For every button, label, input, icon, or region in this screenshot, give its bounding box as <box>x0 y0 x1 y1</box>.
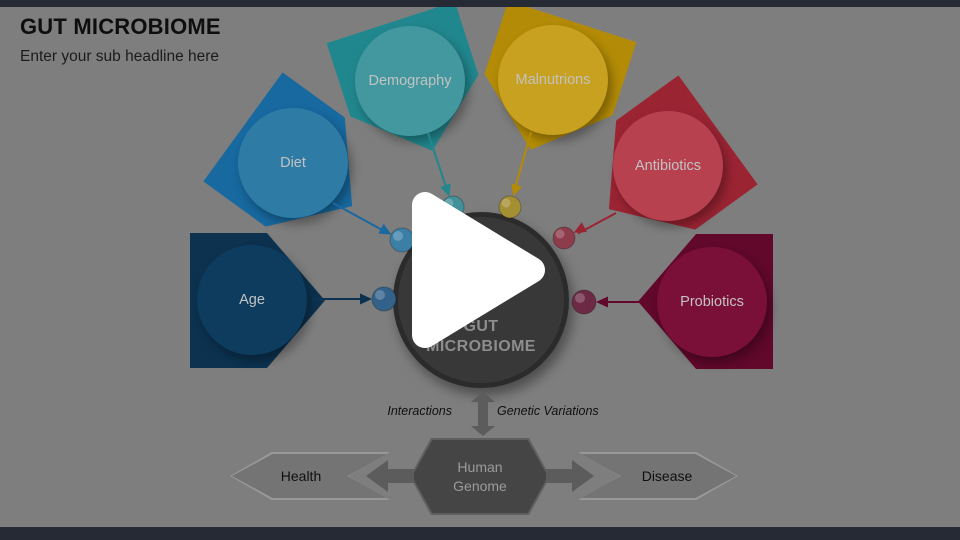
health-label: Health <box>280 468 322 484</box>
human-genome-hexagon: Human Genome <box>410 438 550 515</box>
slide-title: GUT MICROBIOME <box>20 14 221 39</box>
slide-subtitle: Enter your sub headline here <box>20 48 220 65</box>
genome-label-line2: Genome <box>453 477 507 494</box>
probiotics-label: Probiotics <box>680 294 744 310</box>
demography-label: Demography <box>368 73 452 89</box>
disease-label: Disease <box>641 468 693 484</box>
hub-label-line2: MICROBIOME <box>426 338 536 355</box>
malnutrions-circle: Malnutrions <box>498 25 608 135</box>
age-circle: Age <box>197 245 307 355</box>
malnutrions-label: Malnutrions <box>515 72 591 88</box>
play-icon[interactable] <box>412 192 545 348</box>
genome-label-line1: Human <box>457 459 503 476</box>
probiotics-circle: Probiotics <box>657 247 767 357</box>
diet-circle: Diet <box>238 108 348 218</box>
letterbox-bottom-bar <box>0 527 960 540</box>
antibiotics-label: Antibiotics <box>634 158 702 174</box>
interactions-label: Interactions <box>387 404 452 418</box>
antibiotics-circle: Antibiotics <box>613 111 723 221</box>
age-label: Age <box>239 292 265 308</box>
hub-label-line1: GUT <box>463 318 499 335</box>
demography-circle: Demography <box>355 26 465 136</box>
letterbox-top-bar <box>0 0 960 7</box>
genetic-variations-label: Genetic Variations <box>497 404 599 418</box>
diet-label: Diet <box>280 155 306 171</box>
